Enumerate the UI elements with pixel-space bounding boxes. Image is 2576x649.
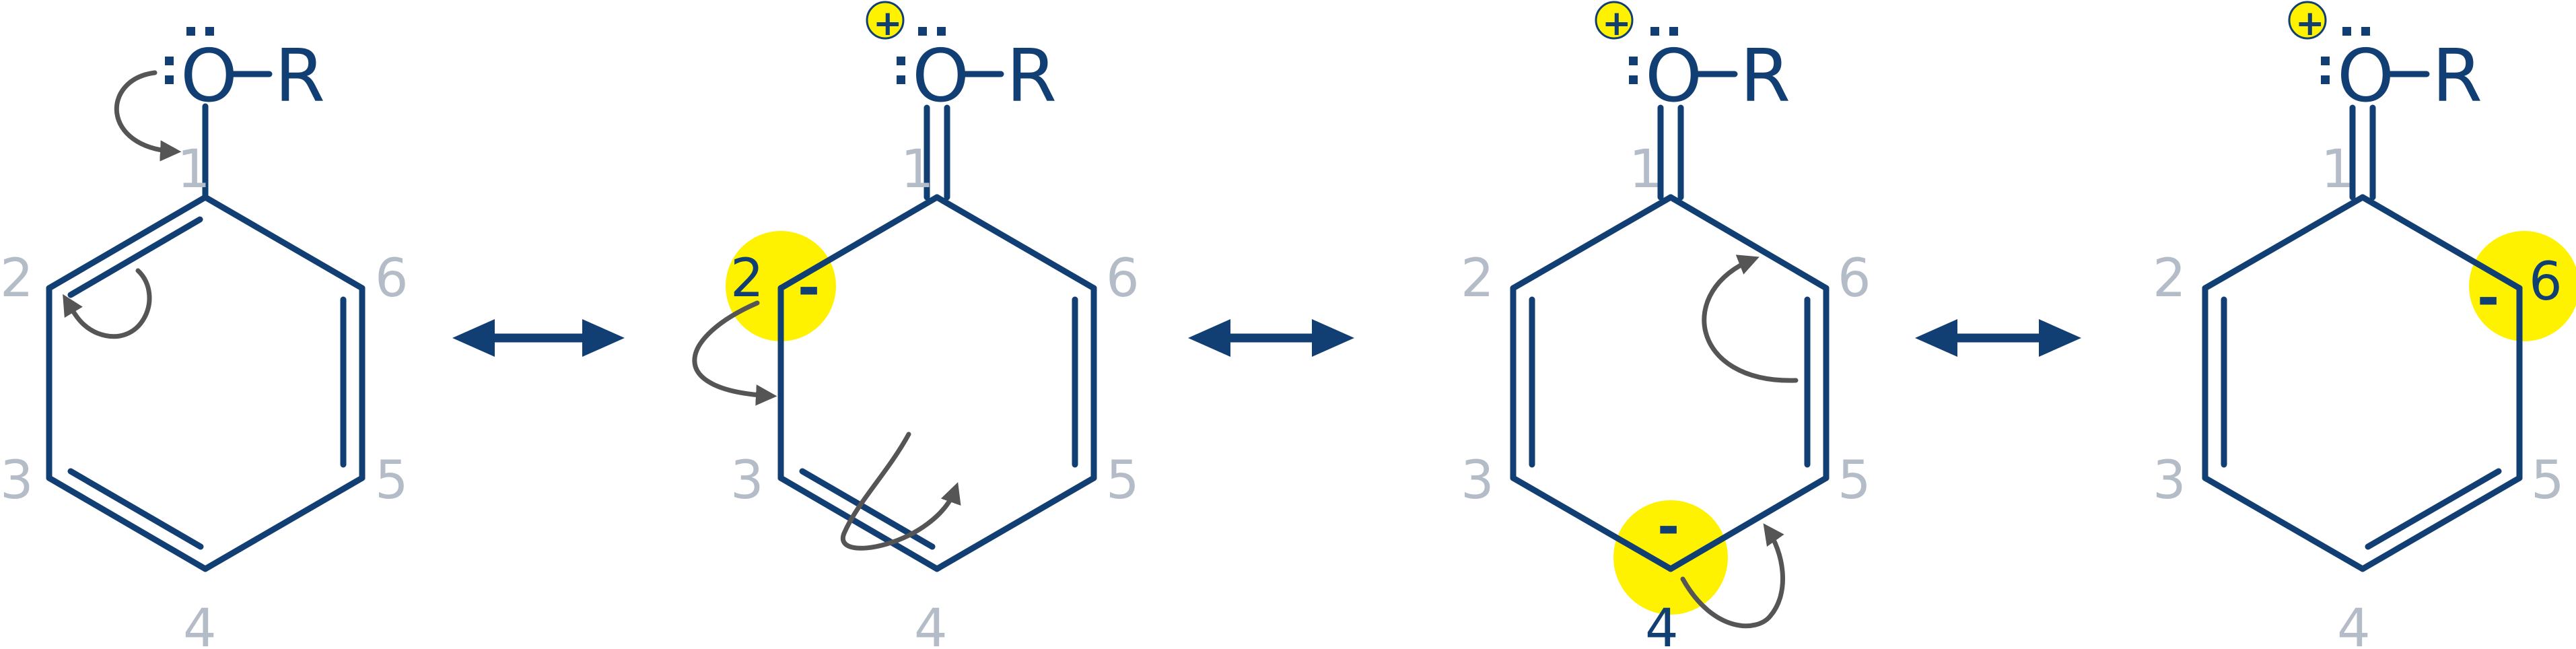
lone-pair-icon [205, 27, 214, 36]
ring-bonds [46, 103, 365, 572]
position-label-2: 2 [2153, 248, 2186, 309]
ring-bonds [1510, 104, 1830, 572]
position-label-5: 5 [1106, 450, 1140, 511]
lone-pair-icon [1629, 75, 1638, 84]
curved-arrow-icon [1702, 254, 1799, 383]
position-label-1: 1 [901, 139, 934, 200]
oxygen-charge: + [1602, 3, 1632, 44]
resonance-arrow-icon [1188, 319, 1354, 357]
position-label-4: 4 [914, 599, 948, 649]
ring-bonds [2202, 104, 2523, 572]
oxygen-charge: + [2295, 3, 2325, 44]
position-label-6: 6 [1838, 248, 1871, 309]
lone-pair-icon [1650, 27, 1659, 36]
position-label-1: 1 [1629, 139, 1663, 200]
position-label-4: 4 [2337, 599, 2371, 649]
structure-4: + O R 1 2 3 4 5 6 - [2153, 1, 2576, 649]
anion-charge: - [2477, 267, 2499, 329]
curved-arrow-icon [692, 300, 777, 406]
lone-pair-icon [2321, 57, 2330, 65]
r-group: R [1006, 34, 1057, 118]
position-label-1: 1 [2321, 139, 2355, 200]
position-label-2: 2 [730, 248, 764, 309]
resonance-arrow-icon [1915, 319, 2081, 357]
position-label-3: 3 [730, 450, 764, 511]
lone-pair-icon [897, 75, 905, 84]
cation-highlight [1595, 1, 1634, 40]
position-label-6: 6 [2529, 252, 2563, 312]
lone-pair-icon [2361, 27, 2370, 36]
position-label-3: 3 [2153, 450, 2186, 511]
position-labels: 1 2 3 4 5 6 [0, 139, 409, 649]
oxygen-group: O R [165, 27, 325, 118]
structure-1: O R 1 2 3 4 5 6 [0, 27, 409, 649]
lone-pair-icon [2321, 75, 2330, 84]
lone-pair-icon [165, 75, 174, 84]
lone-pair-icon [186, 27, 195, 36]
position-label-6: 6 [375, 248, 409, 309]
lone-pair-icon [2342, 27, 2351, 36]
position-label-5: 5 [2531, 450, 2565, 511]
lone-pair-icon [1629, 57, 1638, 65]
r-group: R [2432, 34, 2482, 118]
position-label-5: 5 [375, 450, 409, 511]
oxygen-atom: O [2337, 34, 2394, 118]
cation-highlight [866, 1, 905, 40]
position-label-1: 1 [177, 139, 211, 200]
position-labels: 1 2 3 4 5 6 [1461, 139, 1871, 649]
position-labels: 1 2 3 4 5 6 [730, 139, 1140, 649]
position-label-6: 6 [1106, 248, 1140, 309]
position-label-2: 2 [0, 248, 34, 309]
position-label-2: 2 [1461, 248, 1494, 309]
r-group: R [275, 34, 325, 118]
oxygen-atom: O [1645, 34, 1702, 118]
ring-bonds [777, 104, 1097, 572]
cation-highlight [2288, 1, 2327, 40]
position-label-4: 4 [1645, 599, 1679, 649]
structure-2: + O R 1 2 3 4 5 6 - [692, 1, 1140, 649]
resonance-arrow-icon [452, 319, 625, 357]
curved-arrow-icon [841, 432, 961, 551]
anion-charge: - [798, 257, 820, 319]
curved-arrow-icon [114, 70, 182, 162]
oxygen-atom: O [180, 34, 238, 118]
oxygen-atom: O [912, 34, 969, 118]
anion-charge: - [1657, 496, 1679, 558]
anion-highlight [2469, 231, 2576, 341]
oxygen-group: + O R [1595, 1, 1790, 118]
lone-pair-icon [1669, 27, 1678, 36]
position-label-5: 5 [1838, 450, 1871, 511]
oxygen-group: + O R [2288, 1, 2482, 118]
r-group: R [1740, 34, 1790, 118]
position-label-3: 3 [0, 450, 34, 511]
position-label-4: 4 [183, 599, 217, 649]
curved-arrow-icon [63, 268, 152, 339]
lone-pair-icon [937, 27, 946, 36]
anion-highlight [1613, 500, 1728, 615]
lone-pair-icon [918, 27, 927, 36]
lone-pair-icon [897, 57, 905, 65]
structure-3: + O R 1 2 3 4 5 6 - [1461, 1, 1871, 649]
position-label-3: 3 [1461, 450, 1494, 511]
oxygen-group: + O R [866, 1, 1057, 118]
oxygen-charge: + [873, 3, 903, 44]
position-labels: 1 2 3 4 5 6 [2153, 139, 2565, 649]
curved-arrow-icon [1680, 523, 1785, 629]
lone-pair-icon [165, 57, 174, 65]
